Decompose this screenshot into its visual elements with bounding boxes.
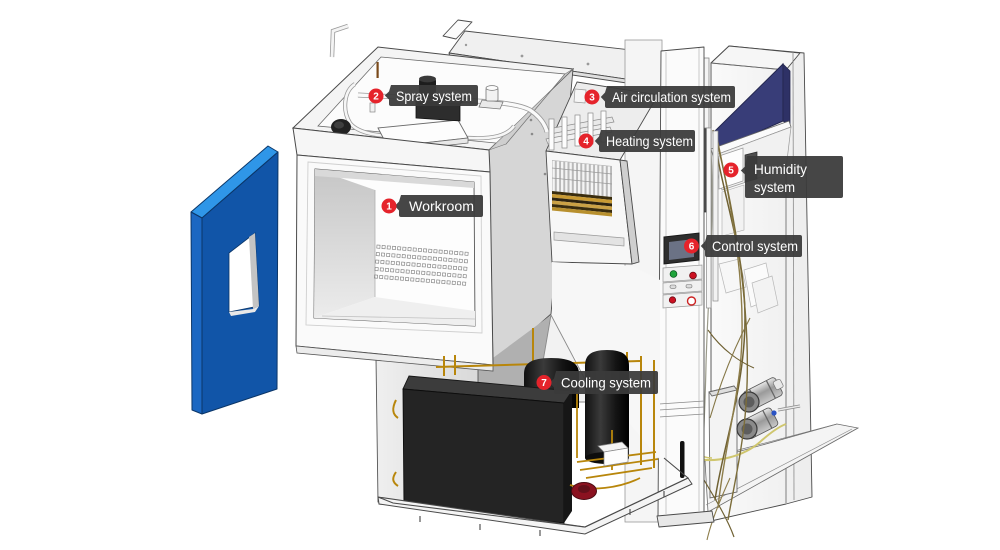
svg-text:Spray system: Spray system	[396, 88, 472, 104]
svg-text:Workroom: Workroom	[409, 198, 474, 214]
svg-text:Humidity: Humidity	[754, 161, 807, 177]
svg-text:7: 7	[541, 378, 547, 389]
svg-text:Cooling system: Cooling system	[561, 375, 651, 391]
svg-text:6: 6	[689, 242, 695, 253]
svg-text:4: 4	[583, 137, 589, 148]
svg-text:5: 5	[728, 166, 734, 177]
svg-text:3: 3	[589, 93, 595, 104]
svg-text:system: system	[754, 179, 795, 195]
svg-text:Heating system: Heating system	[606, 133, 693, 149]
svg-text:Air circulation system: Air circulation system	[612, 89, 731, 105]
svg-text:1: 1	[386, 202, 392, 213]
svg-text:2: 2	[373, 92, 379, 103]
svg-text:Control system: Control system	[712, 238, 798, 254]
